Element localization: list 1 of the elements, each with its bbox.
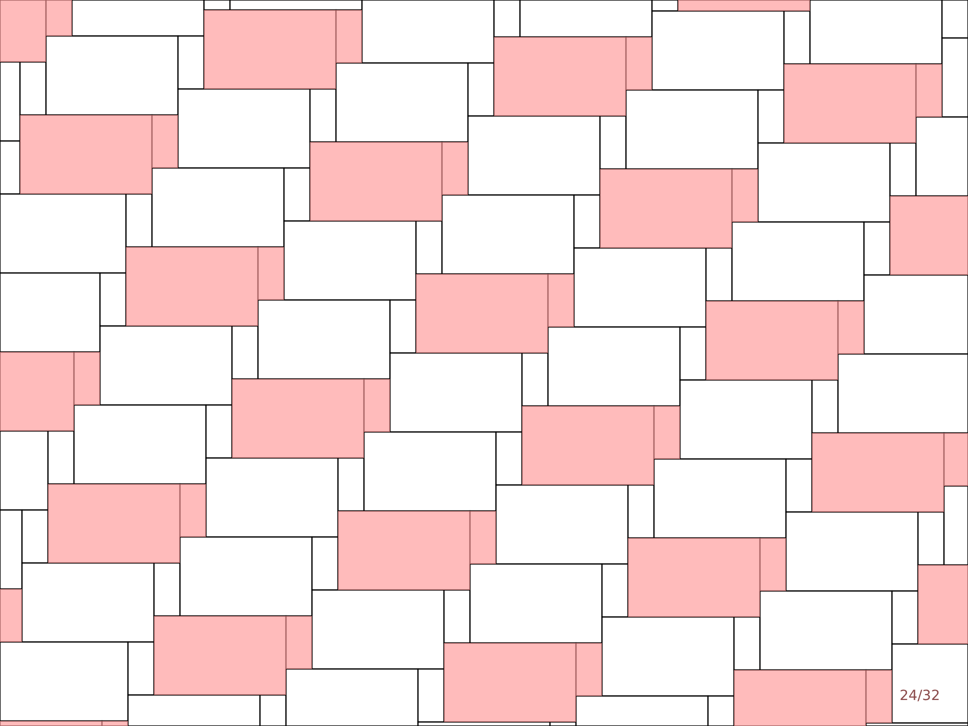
page-number: 24/32 [900,688,940,704]
